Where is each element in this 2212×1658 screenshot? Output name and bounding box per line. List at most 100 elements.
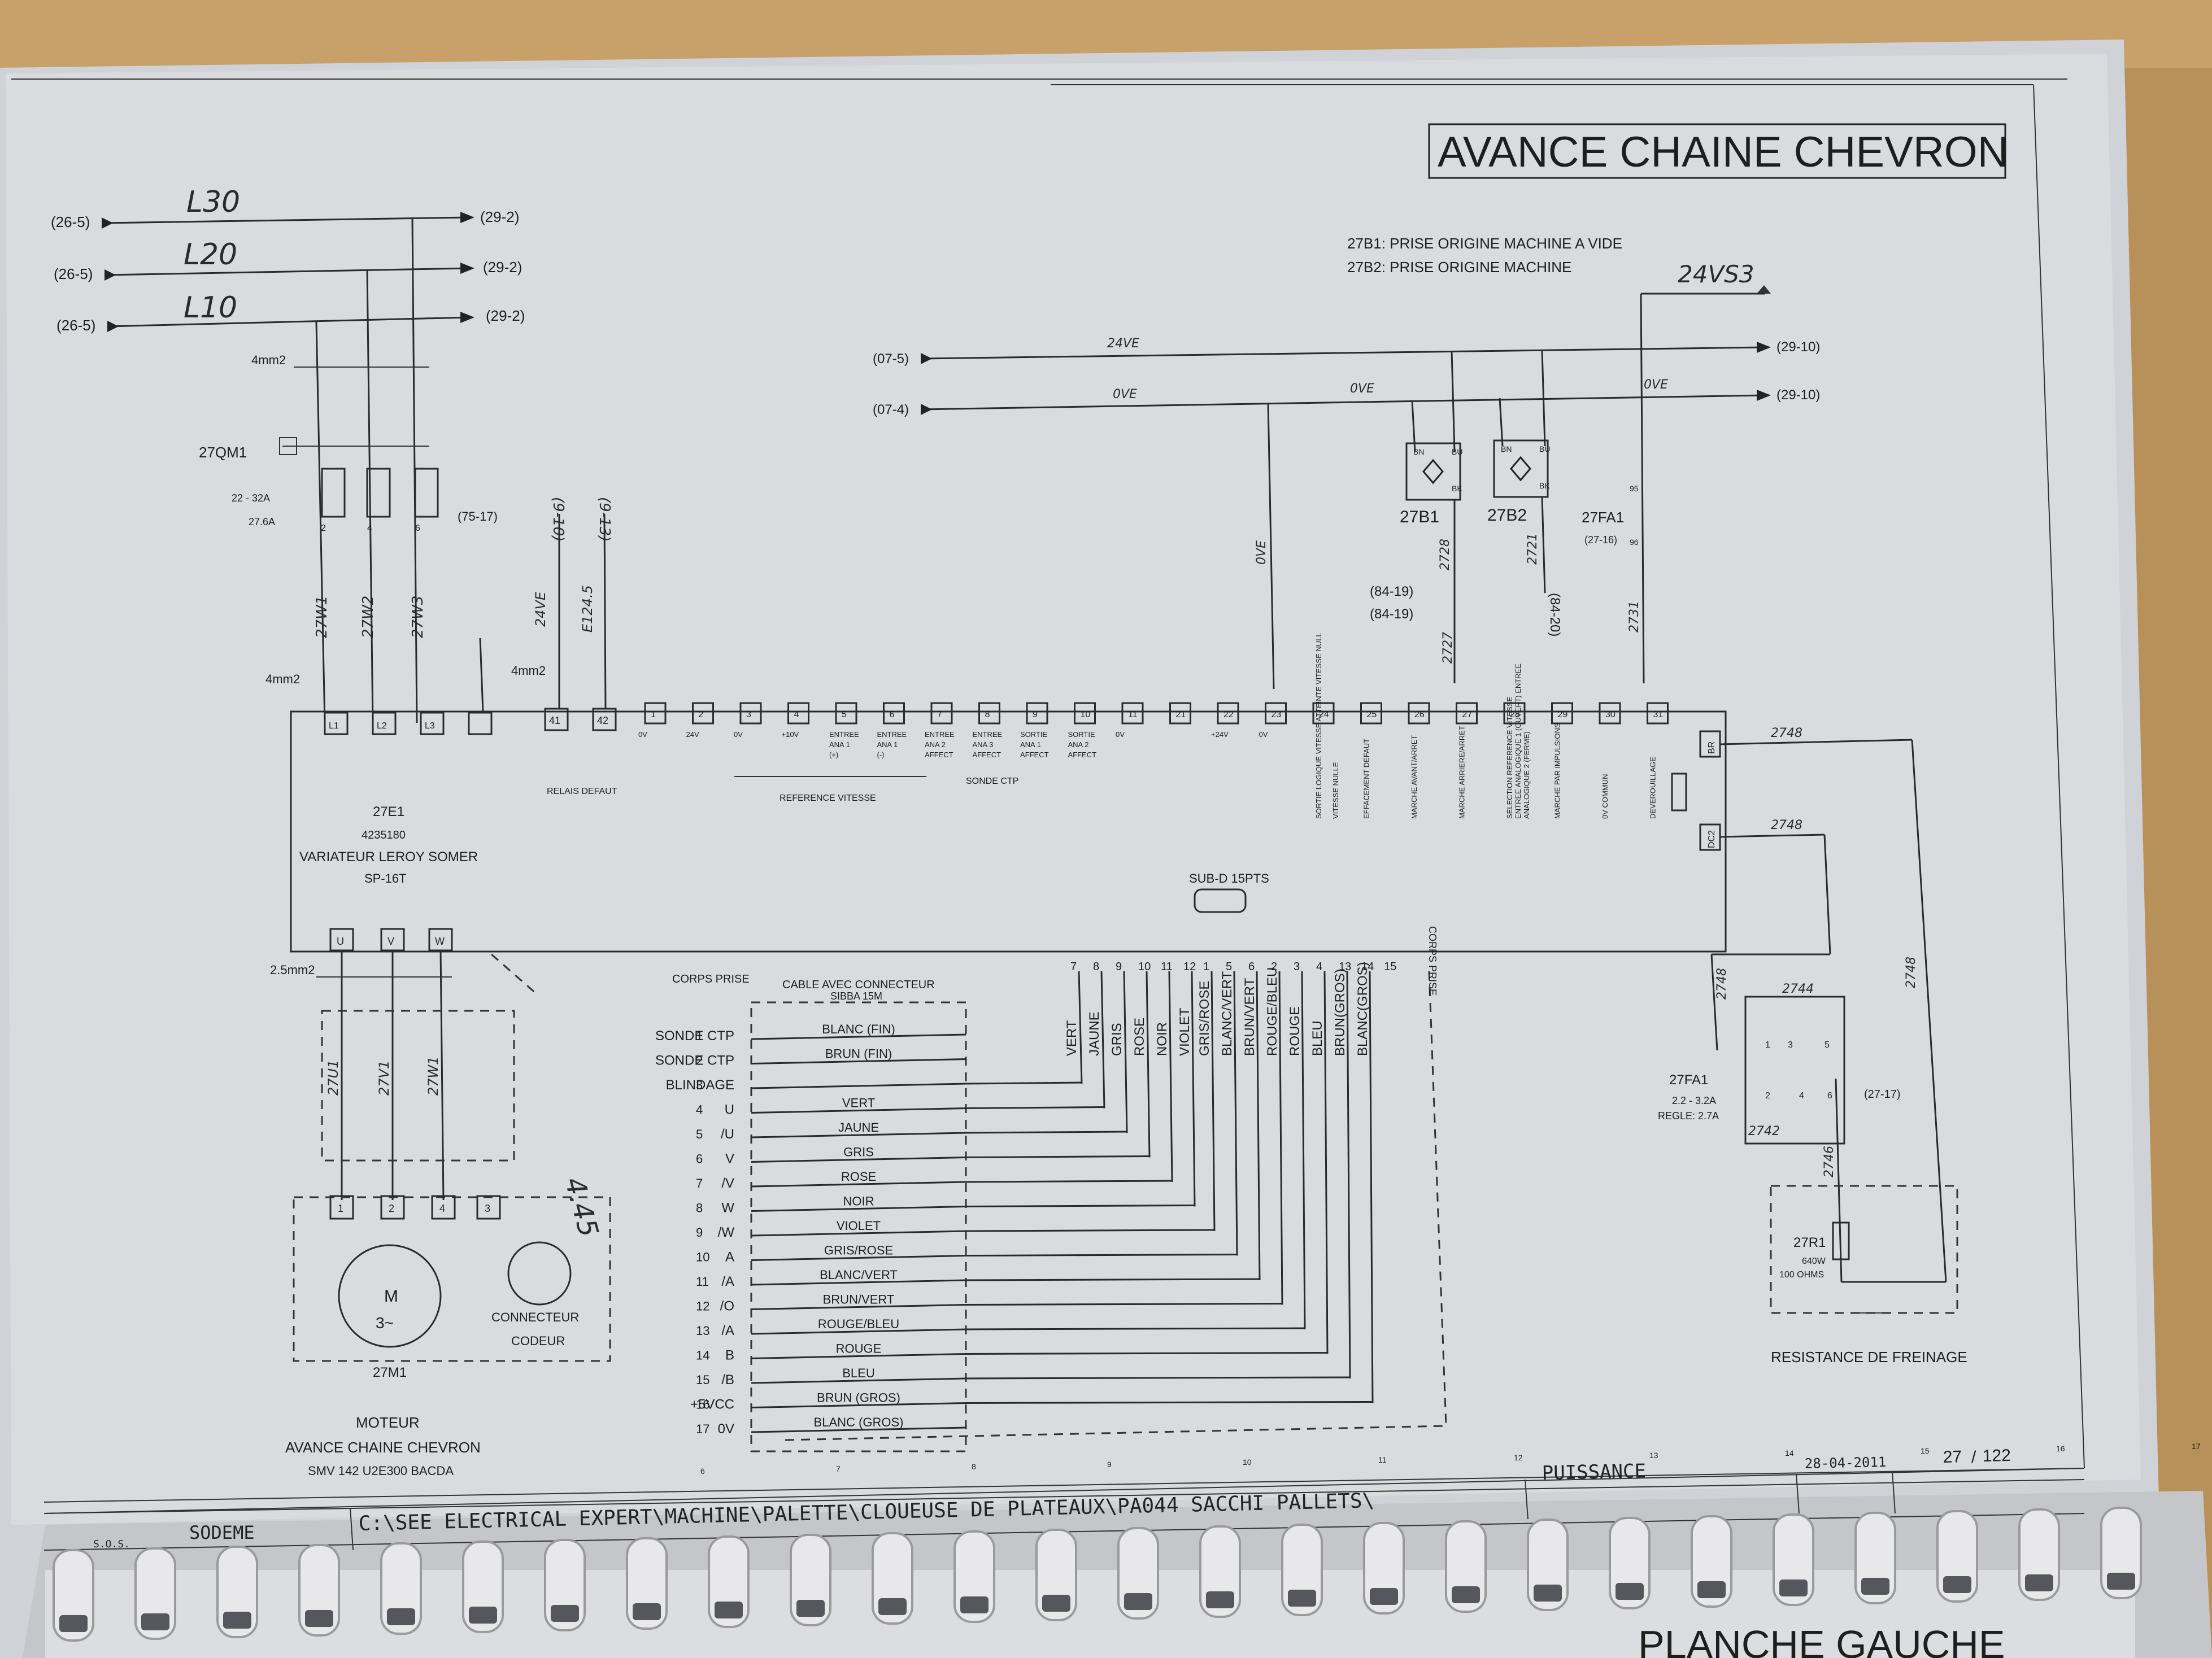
encoder-connector-icon — [507, 1241, 572, 1306]
handwritten-l30: L30 — [186, 185, 240, 219]
subd-color-6: VIOLET — [1177, 1007, 1192, 1056]
spiral-binding — [53, 1507, 2142, 1642]
breaker-setting: 27.6A — [249, 516, 275, 527]
bus-label-24ve: 24VE — [1107, 337, 1139, 351]
cable-color-13: ROUGE — [836, 1342, 882, 1356]
terminal-5-number: 5 — [842, 710, 847, 719]
vertical-label-0: VITESSE NULLE — [1331, 762, 1340, 819]
subd-color-1: VERT — [1064, 1020, 1079, 1056]
titleblock-slash: / — [1971, 1448, 1976, 1467]
terminal-6-label: ANA 1 — [877, 740, 898, 749]
column-number-12: 12 — [1514, 1453, 1523, 1462]
subd-wire-7 — [1210, 971, 1216, 1232]
subd-wire-14 — [1369, 971, 1374, 1403]
wire-size-4mm2-left: 4mm2 — [265, 672, 300, 686]
drawing-frame — [11, 78, 2085, 1514]
subd-wire-11 — [1301, 971, 1306, 1330]
motor-wires — [316, 950, 537, 1201]
cable-wire-9 — [751, 1230, 966, 1237]
cable-signal-13: /A — [721, 1323, 734, 1338]
cable-color-7: NOIR — [843, 1194, 874, 1208]
subd-color-2: JAUNE — [1087, 1011, 1102, 1056]
terminal-22 — [1217, 702, 1239, 725]
terminal-3-number: 3 — [746, 710, 751, 719]
cable-signal-5: /U — [721, 1127, 734, 1142]
column-number-13: 13 — [1649, 1451, 1658, 1460]
wire-size-25mm2: 2.5mm2 — [270, 963, 315, 977]
terminal-5-label: ENTREE — [829, 730, 859, 739]
cable-pin-number-14: 14 — [696, 1349, 709, 1363]
terminal-9-label: SORTIE — [1020, 730, 1047, 739]
brake-resistor-label: RESISTANCE DE FREINAGE — [1771, 1349, 1967, 1365]
cable-wire-14 — [751, 1353, 966, 1359]
terminal-2-label: 24V — [686, 730, 699, 739]
brake-fa-rating: 2.2 - 3.2A — [1672, 1095, 1716, 1106]
ref-84-20: (84-20) — [1547, 593, 1562, 636]
motor-ref: 27M1 — [373, 1365, 407, 1380]
cable-wire-11 — [751, 1279, 966, 1286]
corps-prise-label: CORPS PRISE — [672, 973, 750, 985]
contact-27fa1: 27FA1 — [1582, 509, 1624, 526]
cable-shield-right — [1428, 971, 1447, 1426]
bus-in-24ve: (07-5) — [873, 351, 909, 366]
ref-9-13: (9-13) — [596, 497, 613, 542]
breaker-link: (75-17) — [458, 509, 498, 523]
brake-pin-5: 5 — [1825, 1040, 1830, 1050]
cable-signal-9: /W — [718, 1225, 735, 1240]
motor-caption-3: SMV 142 U2E300 BACDA — [308, 1464, 454, 1478]
cable-color-2: BRUN (FIN) — [825, 1047, 892, 1061]
terminal-6-number: 6 — [890, 710, 895, 719]
breaker-ref: 27QM1 — [199, 444, 247, 461]
power-out-l30: (29-2) — [480, 208, 519, 225]
drive-vertical-labels: SORTIE LOGIQUE VITESSE ATTEINTE VITESSE … — [1314, 632, 1657, 819]
ref-84-19-b: (84-19) — [1370, 607, 1413, 622]
terminal-1-number: 1 — [651, 710, 656, 719]
brake-wire-2742: 2742 — [1748, 1124, 1780, 1138]
cable-signal-16: +5VCC — [690, 1397, 734, 1412]
next-page-title: PLANCHE GAUCHE — [1638, 1622, 2005, 1658]
terminal-9-label: ANA 1 — [1020, 740, 1041, 749]
wire-label-2727: 2727 — [1441, 632, 1455, 664]
cable-wire-7 — [751, 1181, 966, 1188]
bus-out-0ve: (29-10) — [1776, 387, 1820, 403]
brake-pin-6: 6 — [1827, 1091, 1832, 1101]
ref-9-10: (9-10) — [550, 497, 567, 542]
terminal-9-number: 9 — [1033, 710, 1038, 719]
vertical-label-2: MARCHE AVANT/ARRET — [1410, 735, 1418, 819]
cable-color-3: VERT — [842, 1096, 875, 1110]
wire-0ve-drive: 0VE — [1255, 540, 1269, 565]
titleblock-total: 122 — [1982, 1446, 2011, 1465]
contact-27fa1-link: (27-16) — [1584, 534, 1617, 546]
cable-signal-1: SONDE CTP — [655, 1028, 734, 1044]
cable-pin-number-7: 7 — [696, 1176, 703, 1190]
subd-wire-8 — [1233, 971, 1238, 1256]
cable-color-12: ROUGE/BLEU — [818, 1317, 899, 1331]
handwritten-24vs3: 24VS3 — [1678, 260, 1754, 288]
subd-pin-1: 1 — [1203, 961, 1209, 973]
brake-pin-2: 2 — [1765, 1091, 1770, 1101]
subd-wire-9 — [1256, 971, 1261, 1281]
sensor-27b2 — [1493, 439, 1549, 498]
brake-fa-setting: REGLE: 2.7A — [1658, 1110, 1719, 1122]
drawing-title: AVANCE CHAINE CHEVRON — [1438, 128, 2009, 176]
motor-caption-2: AVANCE CHAINE CHEVRON — [285, 1439, 481, 1456]
wire-e1245: E124.5 — [580, 585, 595, 632]
terminal-27 — [1456, 702, 1478, 725]
terminal-4 — [787, 702, 809, 725]
column-number-9: 9 — [1107, 1460, 1112, 1469]
terminal-23-label: 0V — [1259, 730, 1268, 739]
term-v-label: V — [387, 936, 394, 947]
terminal-11-number: 11 — [1128, 710, 1138, 719]
brake-wire-2748-a: 2748 — [1771, 726, 1802, 740]
cable-wire-4 — [751, 1107, 966, 1114]
term-l3-label: L3 — [425, 721, 435, 731]
wire-size-4mm2-right: 4mm2 — [511, 664, 546, 678]
subd-color-7: GRIS/ROSE — [1197, 981, 1212, 1056]
bus-label-0ve-3: 0VE — [1644, 378, 1668, 392]
cable-signal-6: V — [725, 1151, 734, 1167]
subd-wire-2 — [1100, 971, 1105, 1109]
subd-color-14: BLANC(GROS) — [1355, 962, 1370, 1056]
terminal-7 — [930, 702, 953, 725]
titleblock-company-2: SODEME — [189, 1522, 255, 1543]
cable-pin-number-13: 13 — [696, 1324, 709, 1338]
